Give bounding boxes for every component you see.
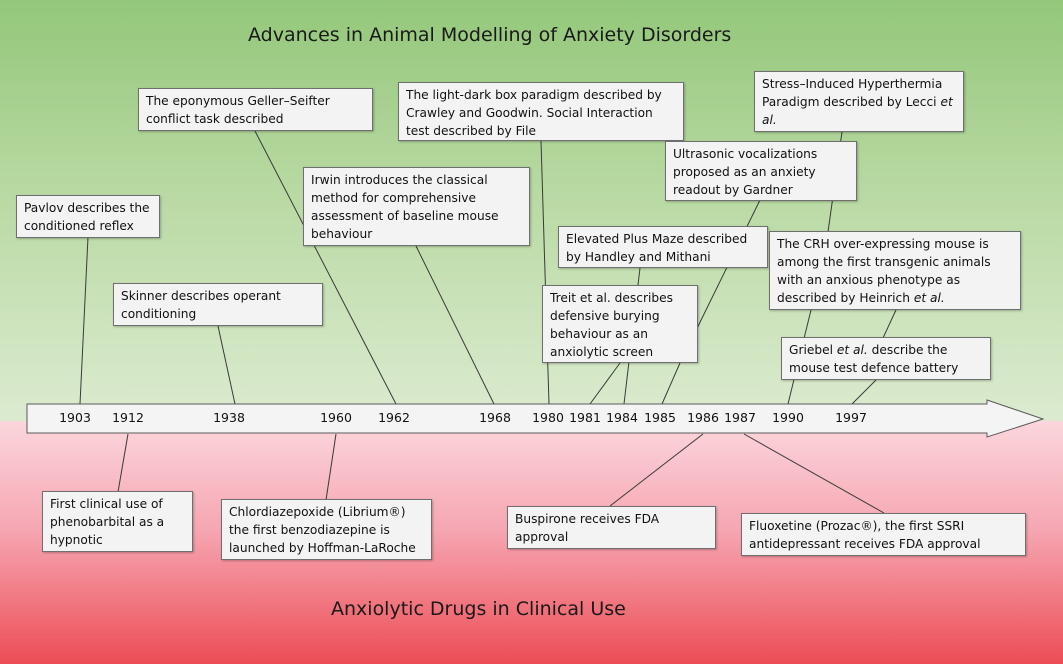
- connector-buspirone: [609, 433, 704, 507]
- connector-griebel: [851, 379, 877, 405]
- year-label: 1912: [112, 410, 144, 425]
- connector-geller: [254, 130, 397, 405]
- event-elevated-plus-maze: Elevated Plus Maze described by Handley …: [558, 226, 768, 268]
- connector-skinner: [217, 325, 236, 405]
- connector-librium: [325, 433, 337, 501]
- event-treit: Treit et al. describes defensive burying…: [542, 285, 698, 363]
- year-label: 1960: [320, 410, 352, 425]
- year-label: 1903: [59, 410, 91, 425]
- event-librium: Chlordiazepoxide (Librium®) the first be…: [221, 499, 432, 560]
- connector-pavlov: [79, 236, 89, 405]
- event-sih-etal: et al.: [762, 95, 953, 127]
- event-treit-text: Treit et al. describes defensive burying…: [550, 291, 673, 359]
- event-stress-induced-hyperthermia: Stress–Induced Hyperthermia Paradigm des…: [754, 71, 964, 132]
- event-geller-seifter: The eponymous Geller–Seifter conflict ta…: [138, 88, 373, 131]
- event-pavlov: Pavlov describes the conditioned reflex: [16, 195, 160, 238]
- event-griebel: Griebel et al. describe the mouse test d…: [781, 337, 991, 380]
- event-irwin: Irwin introduces the classical method fo…: [303, 167, 530, 246]
- event-buspirone: Buspirone receives FDA approval: [507, 506, 716, 549]
- clinical-drugs-title: Anxiolytic Drugs in Clinical Use: [331, 598, 626, 620]
- year-label: 1968: [479, 410, 511, 425]
- event-sih-text: Stress–Induced Hyperthermia Paradigm des…: [762, 77, 943, 109]
- event-crh-etal: et al.: [913, 291, 945, 305]
- year-label: 1987: [724, 410, 756, 425]
- year-label: 1985: [644, 410, 676, 425]
- event-crh-mouse: The CRH over-expressing mouse is among t…: [769, 231, 1021, 310]
- event-crh-text: The CRH over-expressing mouse is among t…: [777, 237, 991, 305]
- year-label: 1981: [569, 410, 601, 425]
- event-fluoxetine: Fluoxetine (Prozac®), the first SSRI ant…: [741, 513, 1026, 556]
- year-label: 1938: [213, 410, 245, 425]
- year-label: 1980: [532, 410, 564, 425]
- connector-treit: [589, 362, 621, 405]
- event-griebel-text: Griebel: [789, 343, 837, 357]
- connector-fluoxetine: [743, 433, 885, 514]
- event-griebel-text-end: describe the mouse test defence battery: [789, 343, 959, 375]
- event-griebel-etal: et al.: [836, 343, 868, 357]
- event-skinner: Skinner describes operant conditioning: [113, 283, 323, 326]
- event-light-dark-box: The light-dark box paradigm described by…: [398, 82, 684, 141]
- connector-irwin: [415, 245, 495, 405]
- connector-usv-lower: [661, 362, 681, 405]
- connector-lightdark: [540, 140, 550, 405]
- year-label: 1990: [772, 410, 804, 425]
- connector-phenobarbital: [117, 433, 129, 493]
- year-label: 1984: [606, 410, 638, 425]
- event-phenobarbital: First clinical use of phenobarbital as a…: [42, 491, 193, 552]
- year-label: 1962: [378, 410, 410, 425]
- timeline-arrow: [26, 399, 1045, 438]
- connector-crh-right: [882, 309, 897, 339]
- event-ultrasonic-vocalizations: Ultrasonic vocalizations proposed as an …: [665, 141, 857, 201]
- year-label: 1986: [687, 410, 719, 425]
- year-label: 1997: [835, 410, 867, 425]
- animal-models-title: Advances in Animal Modelling of Anxiety …: [248, 24, 732, 46]
